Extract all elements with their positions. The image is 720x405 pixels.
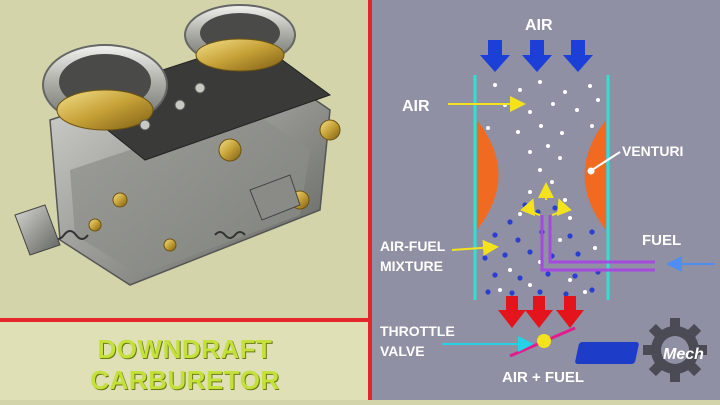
- throttle-pivot: [537, 334, 551, 348]
- fuel-line: [542, 215, 655, 270]
- mixture-exit-arrows-icon: [498, 296, 584, 328]
- label-valve: VALVE: [380, 343, 425, 359]
- carburetor-diagram: AIR AIR VENTURI FUEL AIR-FUEL MIXTURE TH…: [370, 0, 720, 400]
- logo-text: Mech: [663, 346, 704, 363]
- label-air-side: AIR: [402, 98, 430, 115]
- vertical-divider: [368, 0, 372, 400]
- label-throttle: THROTTLE: [380, 323, 455, 339]
- label-venturi: VENTURI: [622, 143, 683, 159]
- label-mixture: MIXTURE: [380, 258, 443, 274]
- label-air-fuel: AIR-FUEL: [380, 238, 446, 254]
- venturi-pointer-dot: [588, 168, 595, 175]
- label-air-top: AIR: [525, 17, 553, 34]
- carburetor-photo: [0, 0, 370, 320]
- diagram-title: DOWNDRAFT CARBURETOR: [0, 334, 370, 396]
- label-fuel: FUEL: [642, 232, 681, 249]
- air-inlet-arrows-icon: [480, 40, 593, 72]
- right-panel: AIR AIR VENTURI FUEL AIR-FUEL MIXTURE TH…: [370, 0, 720, 400]
- horizontal-divider: [0, 318, 372, 322]
- mech-logo-icon: Mech: [575, 318, 707, 382]
- venturi-right: [585, 120, 607, 230]
- label-air-plus-fuel: AIR + FUEL: [502, 369, 584, 386]
- venturi-left: [477, 120, 499, 230]
